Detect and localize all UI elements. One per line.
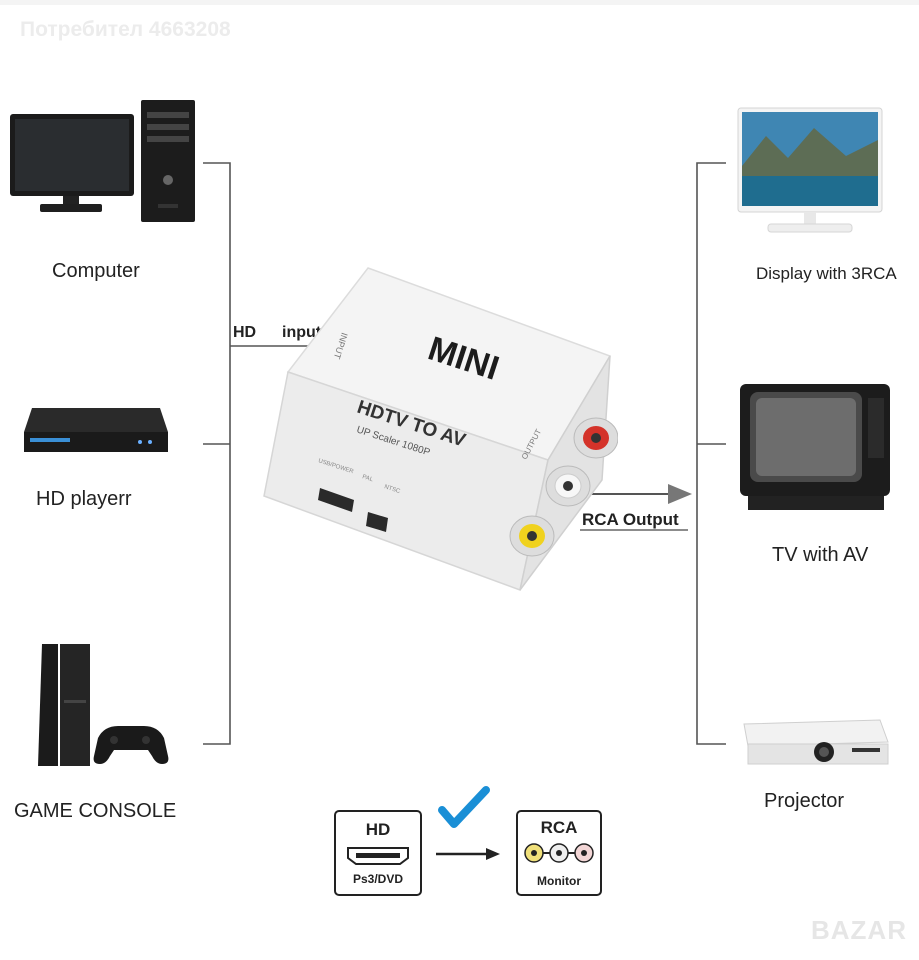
device-pal: PAL	[361, 474, 374, 483]
game-console-icon	[38, 644, 169, 766]
hdmi-plug-icon	[347, 847, 409, 865]
rca-legend-title: RCA	[540, 818, 578, 837]
tv-icon	[740, 384, 890, 510]
left-bracket-line	[203, 162, 231, 745]
checkmark-icon	[438, 786, 490, 828]
output-arrow-head	[668, 484, 692, 504]
right-bracket-line	[696, 162, 726, 745]
rca-legend-sub: Monitor	[537, 874, 581, 888]
usb-port	[318, 488, 354, 512]
hd-input-input: input	[282, 324, 322, 341]
display-label: Display with 3RCA	[756, 264, 897, 283]
hd-player-label: HD playerr	[36, 488, 132, 510]
hd-input-hd: HD	[233, 324, 257, 341]
hd-player-icon	[24, 408, 168, 452]
projector-label: Projector	[764, 790, 845, 812]
computer-icon	[10, 100, 195, 222]
hd-legend-sub: Ps3/DVD	[352, 872, 404, 886]
bazar-watermark: BAZAR	[811, 915, 907, 945]
display-icon	[737, 107, 883, 233]
hd-legend-box: HD Ps3/DVD	[334, 810, 422, 896]
legend-arrow-head	[486, 848, 500, 860]
legend-arrow-and-check	[436, 786, 500, 860]
user-watermark: Потребител 4663208	[20, 18, 231, 41]
rca-output-label: RCA Output	[582, 510, 679, 529]
rca-yellow-jack	[509, 515, 555, 557]
rca-legend-box: RCA Monitor	[516, 810, 602, 896]
rca-connectors-icon	[524, 843, 594, 863]
pal-ntsc-switch	[366, 512, 388, 532]
top-strip	[0, 0, 919, 5]
rca-red-jack	[573, 417, 618, 459]
rca-white-jack	[545, 465, 591, 507]
projector-icon	[743, 719, 889, 765]
game-console-label: GAME CONSOLE	[14, 800, 177, 822]
hd-legend-title: HD	[365, 820, 391, 839]
computer-label: Computer	[52, 260, 140, 282]
mini-converter-device: MINI HDTV TO AV UP Scaler 1080P INPUT OU…	[263, 267, 618, 592]
tv-label: TV with AV	[772, 544, 869, 566]
device-ntsc: NTSC	[383, 484, 401, 495]
